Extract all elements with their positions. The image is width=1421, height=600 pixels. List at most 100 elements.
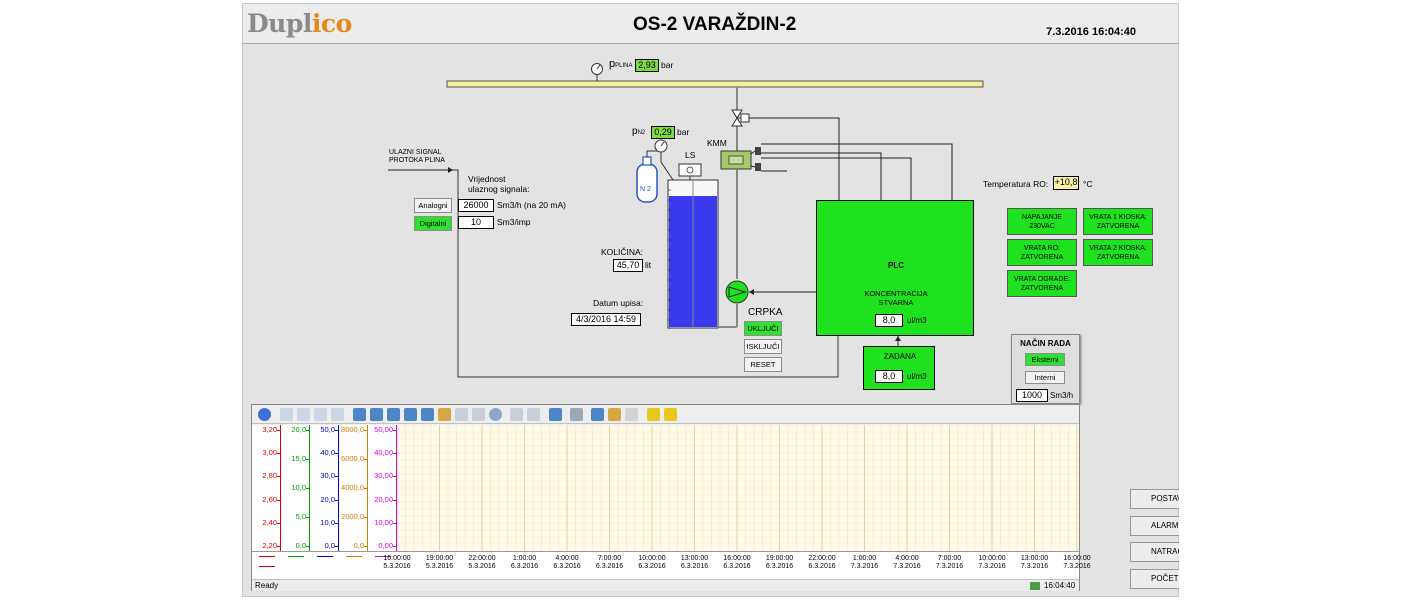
select-area-icon[interactable]: [510, 408, 523, 421]
input-value-label: Vrijednost ulaznog signala:: [468, 174, 530, 194]
series-legend-marker[interactable]: [346, 556, 362, 557]
right-nav-clip: POSTAVKE ALARMI NATRAG POČETNA: [1130, 489, 1179, 597]
pump-reset-button[interactable]: RESET: [744, 357, 782, 372]
axis-tick-label: 2,20: [262, 541, 277, 550]
scada-window: Duplico OS-2 VARAŽDIN-2 7.3.2016 16:04:4…: [242, 3, 1179, 597]
series-legend-marker[interactable]: [259, 566, 275, 567]
analog-button[interactable]: Analogni: [414, 198, 452, 213]
tag-icon[interactable]: [664, 408, 677, 421]
next-icon[interactable]: [314, 408, 327, 421]
series-legend-marker[interactable]: [317, 556, 333, 557]
time-tick-date: 6.3.2016: [510, 563, 539, 570]
axis-tick-mark: [393, 546, 396, 547]
setpoint-panel: ZADANA 8,0 ul/m3: [863, 346, 935, 390]
axis-tick-label: 4000,0: [341, 483, 364, 492]
plc-concentration-label: KONCENTRACIJA STVARNA: [864, 289, 928, 307]
plc-concentration-value: 8,0: [875, 314, 903, 327]
analog-unit: Sm3/h (na 20 mA): [497, 200, 566, 210]
previous-icon[interactable]: [297, 408, 310, 421]
series-legend-marker[interactable]: [259, 556, 275, 557]
gas-pressure-label: pPLINA: [609, 58, 633, 70]
time-tick-date: 5.3.2016: [425, 563, 454, 570]
axis-tick-label: 10,0: [320, 517, 335, 527]
pump-off-button[interactable]: ISKLJUČI: [744, 339, 782, 354]
select-time-icon[interactable]: [527, 408, 540, 421]
temperature-unit: °C: [1083, 179, 1093, 189]
first-icon[interactable]: [280, 408, 293, 421]
help-icon[interactable]: [258, 408, 271, 421]
scale-icon[interactable]: [438, 408, 451, 421]
move-icon[interactable]: [421, 408, 434, 421]
n2-bottle-label: N 2: [640, 186, 651, 193]
add-tag-icon[interactable]: [647, 408, 660, 421]
pause-icon[interactable]: [549, 408, 562, 421]
zoom-fit-icon[interactable]: [404, 408, 417, 421]
analog-value-field[interactable]: 26000: [458, 199, 494, 212]
axis-tick-label: 15,0: [291, 454, 306, 463]
status-ro-door: VRATA RO: ZATVORENA: [1007, 239, 1077, 266]
axis-tick-mark: [306, 488, 309, 489]
axis-tick-mark: [364, 459, 367, 460]
last-icon[interactable]: [331, 408, 344, 421]
zoom-icon[interactable]: [353, 408, 366, 421]
zoom-in-icon[interactable]: [370, 408, 383, 421]
axis-tick-mark: [393, 453, 396, 455]
axis-tick-mark: [277, 522, 280, 524]
clock-icon[interactable]: [489, 408, 502, 421]
axis-tick-label: 40,0: [320, 448, 335, 458]
time-tick-time: 4:00:00: [895, 555, 919, 562]
home-button[interactable]: POČETNA: [1130, 569, 1179, 589]
n2-bottle-icon: [636, 163, 658, 203]
series-legend-marker[interactable]: [375, 556, 391, 557]
series-legend-marker[interactable]: [288, 556, 304, 557]
axis-tick-label: 50,00: [374, 425, 393, 434]
print-icon[interactable]: [570, 408, 583, 421]
time-tick-date: 7.3.2016: [850, 563, 879, 570]
axis-tick-label: 0,0: [295, 541, 306, 550]
time-tick-time: 1:00:00: [512, 555, 537, 562]
ruler-icon[interactable]: [455, 408, 468, 421]
setpoint-value[interactable]: 8,0: [875, 370, 903, 383]
digital-button[interactable]: Digitalni: [414, 216, 452, 231]
back-button[interactable]: NATRAG: [1130, 542, 1179, 562]
time-tick-time: 10:00:00: [638, 555, 666, 562]
mode-flow-value[interactable]: 1000: [1016, 389, 1048, 402]
axis-tick-label: 40,00: [374, 448, 393, 458]
header-bar: Duplico OS-2 VARAŽDIN-2 7.3.2016 16:04:4…: [243, 4, 1178, 44]
alarms-button[interactable]: ALARMI: [1130, 516, 1179, 536]
time-tick-date: 7.3.2016: [1020, 563, 1049, 570]
table-icon[interactable]: [472, 408, 485, 421]
mode-external-button[interactable]: Eksterni: [1025, 353, 1065, 366]
axis-tick-label: 0,00: [378, 541, 393, 550]
export-icon[interactable]: [591, 408, 604, 421]
n2-pressure-unit: bar: [677, 127, 690, 137]
time-tick-date: 7.3.2016: [978, 563, 1006, 570]
connection-icon: [1030, 582, 1040, 590]
mode-flow-unit: Sm3/h: [1050, 391, 1074, 400]
axis-tick-label: 30,0: [320, 471, 335, 481]
time-tick-time: 4:00:00: [555, 555, 579, 562]
compare-icon[interactable]: [608, 408, 621, 421]
zoom-out-icon[interactable]: [387, 408, 400, 421]
status-kiosk-door-2: VRATA 2 KIOSKA: ZATVORENA: [1083, 239, 1153, 266]
input-signal-label: ULAZNI SIGNAL PROTOKA PLINA: [389, 149, 445, 164]
axis-tick-label: 3,20: [262, 425, 277, 434]
kmm-label: KMM: [707, 138, 727, 148]
axis-tick-mark: [277, 430, 280, 431]
axis-tick-label: 30,00: [374, 471, 393, 481]
header-datetime: 7.3.2016 16:04:40: [1046, 26, 1136, 38]
axis-tick-label: 5,0: [295, 512, 306, 521]
digital-value-field[interactable]: 10: [458, 216, 494, 229]
settings-button[interactable]: POSTAVKE: [1130, 489, 1179, 509]
axis-tick-label: 20,0: [320, 494, 335, 504]
temperature-value: +10,8: [1053, 176, 1079, 190]
mode-internal-button[interactable]: Interni: [1025, 371, 1065, 384]
pump-on-button[interactable]: UKLJUČI: [744, 321, 782, 336]
